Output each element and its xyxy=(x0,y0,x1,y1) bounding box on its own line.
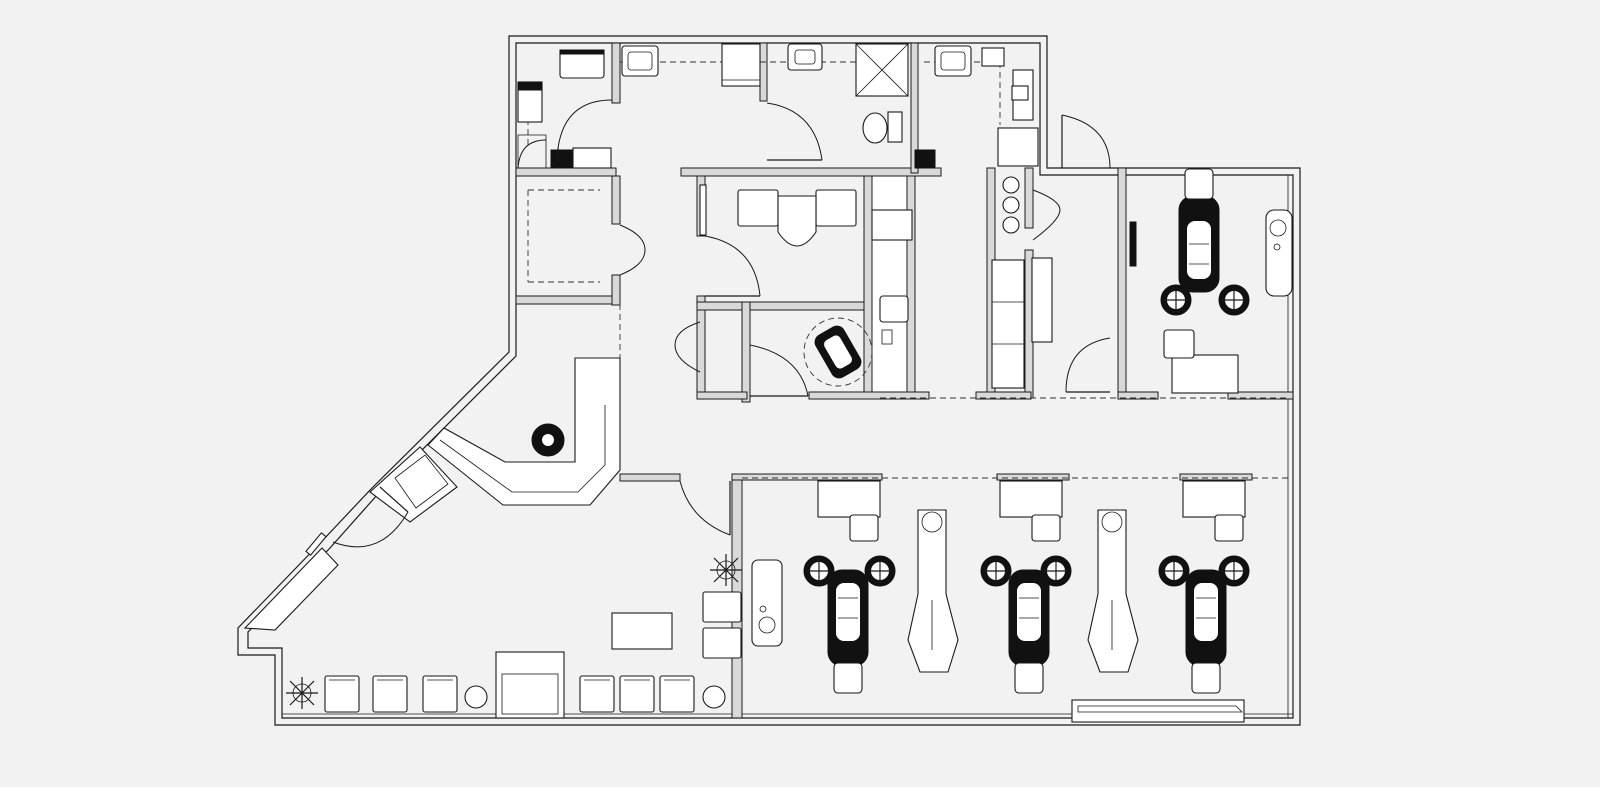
chair-icon xyxy=(815,189,857,227)
reception-desk xyxy=(369,357,621,523)
plant-icon xyxy=(710,554,742,586)
entry-door xyxy=(305,486,409,556)
lobby-bench xyxy=(243,547,339,631)
door-swing-icon xyxy=(557,99,1111,397)
chair-icon xyxy=(737,189,779,227)
dashed-lines xyxy=(527,61,1288,479)
lobby-door xyxy=(679,480,731,536)
bench xyxy=(1071,699,1245,723)
chair-icon xyxy=(702,627,742,659)
waiting-chairs xyxy=(324,591,742,719)
shower-icon xyxy=(855,43,909,97)
chair-icon xyxy=(702,591,742,623)
operatory-room xyxy=(1129,209,1293,394)
sink-icon xyxy=(787,43,823,71)
upper-fixtures xyxy=(517,43,1053,389)
desk-chair-icon xyxy=(1214,514,1244,542)
stool-icon xyxy=(1002,176,1020,234)
chair-icon xyxy=(619,675,655,713)
chair-icon xyxy=(659,675,695,713)
chair-icon xyxy=(422,675,458,713)
desk-chair-icon xyxy=(1031,514,1061,542)
delivery-unit xyxy=(907,509,1139,673)
sink-icon xyxy=(879,295,909,323)
sink-icon xyxy=(934,45,972,77)
stool-icon xyxy=(803,284,1250,587)
toilet-icon xyxy=(862,111,903,144)
chair-icon xyxy=(579,675,615,713)
cabinet xyxy=(817,480,1246,542)
sink-icon xyxy=(751,559,783,647)
dental-chair-icon xyxy=(1178,168,1220,293)
dental-chair-icon xyxy=(814,325,862,379)
sink-icon xyxy=(621,45,659,77)
dental-chair-icon xyxy=(1008,569,1050,694)
chair-icon xyxy=(372,675,408,713)
chair-icon xyxy=(324,675,360,713)
plant-icon xyxy=(286,677,318,709)
dental-chair-icon xyxy=(1185,569,1227,694)
dental-chair-icon xyxy=(827,569,869,694)
desk-chair-icon xyxy=(1163,329,1195,359)
desk-chair-icon xyxy=(849,514,879,542)
